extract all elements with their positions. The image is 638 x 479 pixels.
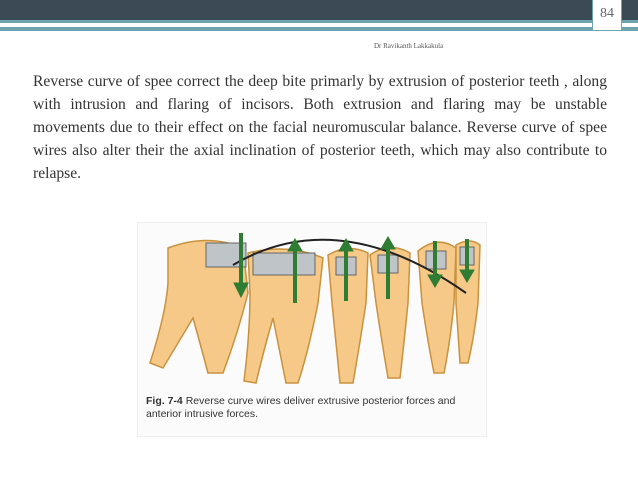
figure-caption: Fig. 7-4 Reverse curve wires deliver ext… [146, 395, 481, 421]
slide-paragraph: Reverse curve of spee correct the deep b… [33, 73, 607, 182]
premolar-tooth-1 [243, 248, 324, 384]
teeth-illustration [149, 233, 481, 384]
figure-caption-text: Reverse curve wires deliver extrusive po… [146, 395, 456, 420]
author-credit: Dr Ravikanth Lakkakula [374, 42, 444, 50]
intrusive-arrow-2 [459, 239, 475, 283]
dental-figure: Fig. 7-4 Reverse curve wires deliver ext… [137, 222, 487, 437]
extrusive-arrow-4 [380, 236, 396, 299]
premolar-tooth-2 [327, 247, 369, 384]
figure-label: Fig. 7-4 [146, 395, 183, 407]
extrusive-arrow-1 [233, 233, 249, 299]
intrusive-arrow-1 [427, 241, 443, 288]
header-accent-line [0, 20, 638, 23]
header-bar [0, 0, 638, 20]
header-accent-line-lower [0, 27, 638, 31]
page-number: 84 [600, 6, 614, 21]
bracket-1 [252, 252, 316, 276]
page-number-box: 84 [592, 0, 622, 31]
extrusive-arrow-2 [287, 238, 303, 303]
extrusive-arrow-3 [338, 238, 354, 301]
